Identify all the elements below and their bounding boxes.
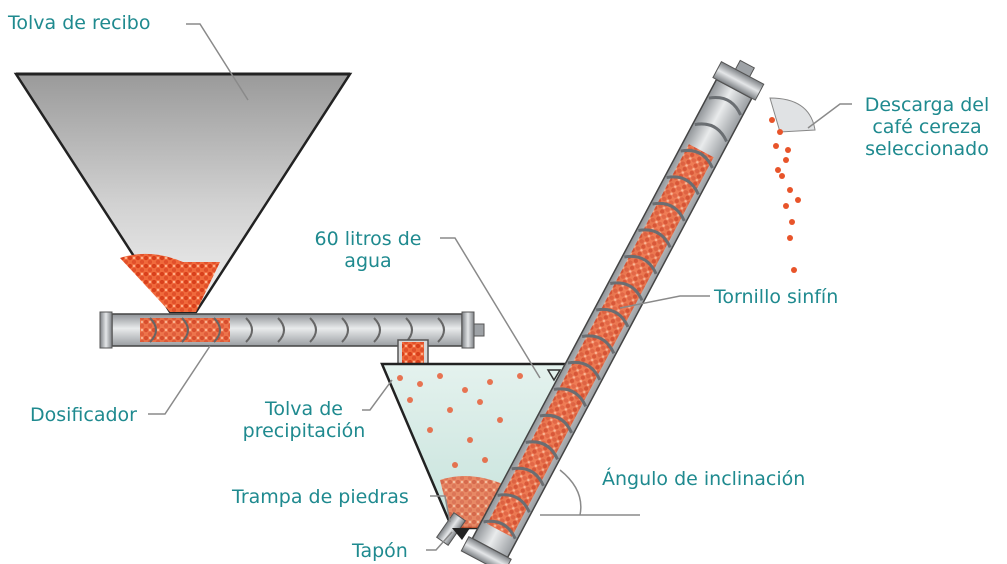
doser-blade xyxy=(245,317,253,343)
auger-blade xyxy=(680,148,714,169)
label-discharge: Descarga del café cereza seleccionado xyxy=(852,94,1002,160)
auger-blade xyxy=(638,228,672,249)
coffee-cherry xyxy=(789,219,795,225)
auger-blade xyxy=(483,519,517,540)
auger-blade xyxy=(511,466,545,487)
doser-blade xyxy=(373,317,381,343)
label-doser: Dosificador xyxy=(30,404,137,426)
coffee-cherry xyxy=(477,399,483,405)
coffee-cherry xyxy=(777,129,783,135)
coffee-cherry xyxy=(787,187,793,193)
inclined-auger xyxy=(460,59,765,564)
doser-blade xyxy=(181,317,189,343)
coffee-cherry xyxy=(447,407,453,413)
leader-lines xyxy=(148,23,852,551)
doser-blade xyxy=(309,317,317,343)
auger-blade xyxy=(539,413,573,434)
coffee-cherry xyxy=(517,373,523,379)
coffee-cherry xyxy=(795,197,801,203)
chute xyxy=(397,339,429,365)
doser-blade xyxy=(277,317,285,343)
coffee-cherry xyxy=(497,417,503,423)
discharge-spout xyxy=(769,97,816,133)
doser-blade xyxy=(213,317,221,343)
doser-blade xyxy=(437,317,445,343)
coffee-cherry xyxy=(791,267,797,273)
coffee-cherry xyxy=(437,373,443,379)
auger-blade xyxy=(624,254,658,275)
label-discharge-line2: café cereza xyxy=(872,116,982,138)
coffee-cherry xyxy=(785,147,791,153)
doser-screw xyxy=(99,311,485,349)
plug xyxy=(452,528,470,540)
auger-blade xyxy=(497,493,531,513)
coffee-cherry xyxy=(779,173,785,179)
coffee-cherry xyxy=(417,381,423,387)
label-water-line1: 60 litros de xyxy=(314,228,422,250)
doser-blade xyxy=(341,317,349,343)
auger-blade xyxy=(581,334,616,355)
auger-blade xyxy=(708,95,742,116)
coffee-cherry xyxy=(467,437,473,443)
stone-trap xyxy=(435,512,470,546)
auger-blade xyxy=(652,201,686,222)
coffee-cherry xyxy=(427,427,433,433)
label-precipitation-hopper: Tolva de precipitación xyxy=(236,398,372,442)
auger-blade xyxy=(666,175,700,196)
coffee-cherry xyxy=(773,143,779,149)
label-stone-trap: Trampa de piedras xyxy=(232,486,409,508)
label-precip-line2: precipitación xyxy=(242,420,366,442)
coffee-cherry xyxy=(783,203,789,209)
water-level-icon xyxy=(546,369,562,382)
coffee-cherry xyxy=(783,157,789,163)
auger-blade xyxy=(553,387,588,408)
auger-blade xyxy=(694,122,728,143)
coffee-cherry xyxy=(487,379,493,385)
receiving-hopper xyxy=(13,72,353,314)
coffee-cherry xyxy=(769,117,775,123)
label-discharge-line3: seleccionado xyxy=(865,138,989,160)
falling-coffee xyxy=(769,117,801,273)
coffee-cherry xyxy=(452,462,458,468)
label-angle: Ángulo de inclinación xyxy=(602,468,806,490)
coffee-cherry xyxy=(787,235,793,241)
label-precip-line1: Tolva de xyxy=(265,398,343,420)
label-discharge-line1: Descarga del xyxy=(864,94,990,116)
coffee-cherry xyxy=(482,457,488,463)
coffee-cherry xyxy=(462,387,468,393)
coffee-cherry xyxy=(397,375,403,381)
auger-blade xyxy=(609,281,644,302)
auger-blade xyxy=(567,360,602,381)
angle-indicator xyxy=(540,469,640,516)
label-water: 60 litros de agua xyxy=(296,228,440,272)
label-screw: Tornillo sinfín xyxy=(714,286,839,308)
label-receiving-hopper: Tolva de recibo xyxy=(8,12,151,34)
auger-blade xyxy=(525,440,559,460)
label-plug: Tapón xyxy=(352,540,408,562)
coffee-cherry xyxy=(407,397,413,403)
coffee-cherry xyxy=(775,167,781,173)
auger-blade xyxy=(595,307,630,328)
doser-blade xyxy=(149,317,157,343)
label-water-line2: agua xyxy=(344,250,392,272)
